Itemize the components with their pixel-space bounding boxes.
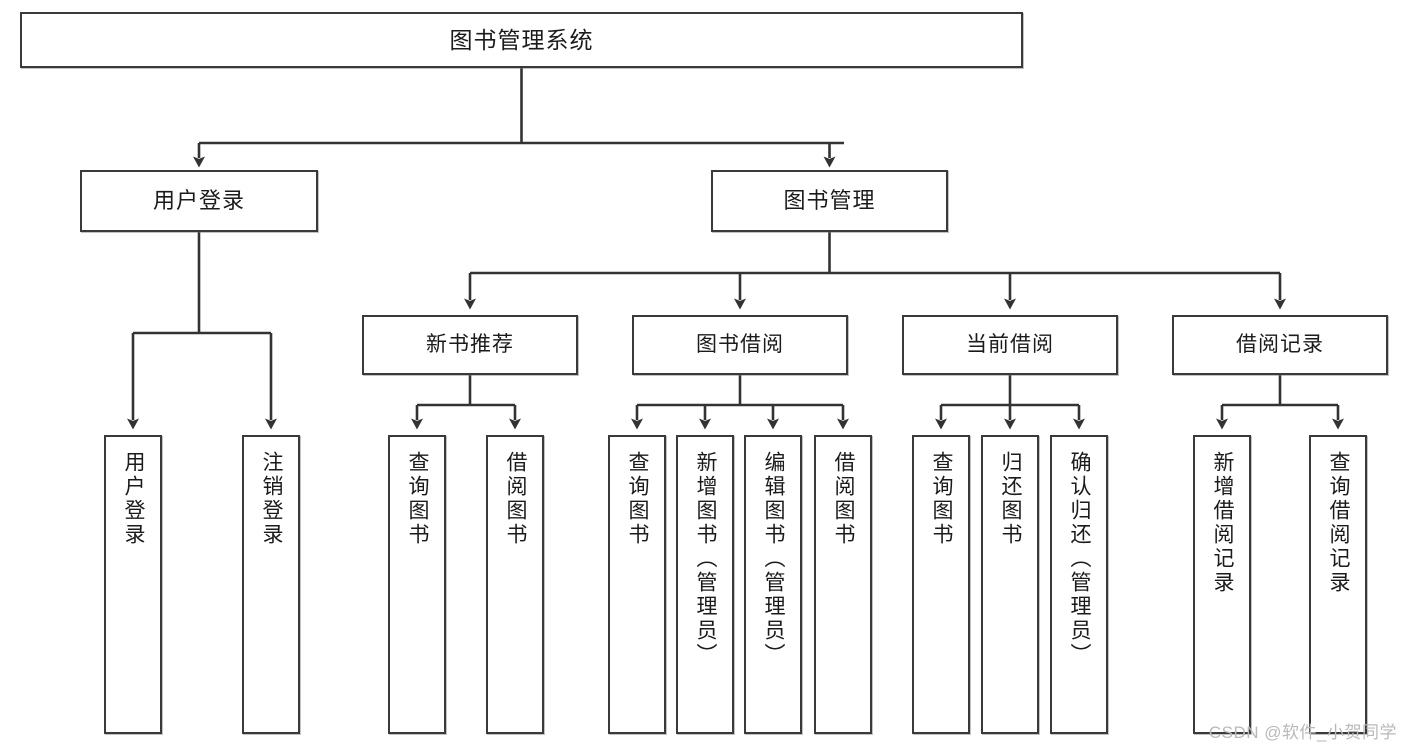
node-label: 用户登录 bbox=[152, 188, 245, 214]
node-book-borrowing[interactable]: 图书借阅 bbox=[632, 315, 848, 375]
leaf-add-borrow-record[interactable]: 新增借阅记录 bbox=[1193, 435, 1251, 734]
node-label: 图书借阅 bbox=[696, 332, 784, 356]
node-label: 新增图书（管理员） bbox=[694, 451, 718, 667]
node-root-book-management-system[interactable]: 图书管理系统 bbox=[20, 12, 1023, 68]
leaf-query-books-current[interactable]: 查询图书 bbox=[912, 435, 970, 734]
leaf-logout[interactable]: 注销登录 bbox=[242, 435, 300, 734]
node-label: 编辑图书（管理员） bbox=[762, 451, 786, 667]
leaf-return-books[interactable]: 归还图书 bbox=[981, 435, 1039, 734]
leaf-user-login[interactable]: 用户登录 bbox=[104, 435, 162, 734]
node-label: 新书推荐 bbox=[426, 332, 514, 356]
leaf-query-borrow-record[interactable]: 查询借阅记录 bbox=[1309, 435, 1367, 734]
node-label: 借阅记录 bbox=[1236, 332, 1324, 356]
node-label: 查询图书 bbox=[626, 451, 650, 547]
leaf-query-books-borrow[interactable]: 查询图书 bbox=[608, 435, 666, 734]
node-user-login[interactable]: 用户登录 bbox=[80, 170, 318, 232]
node-label: 查询图书 bbox=[930, 451, 954, 547]
leaf-edit-book-admin[interactable]: 编辑图书（管理员） bbox=[744, 435, 802, 734]
node-label: 确认归还（管理员） bbox=[1068, 451, 1092, 667]
node-label: 图书管理系统 bbox=[449, 26, 594, 53]
node-label: 图书管理 bbox=[783, 188, 876, 214]
node-current-borrowing[interactable]: 当前借阅 bbox=[902, 315, 1118, 375]
node-label: 归还图书 bbox=[999, 451, 1023, 547]
node-label: 当前借阅 bbox=[966, 332, 1054, 356]
node-label: 新增借阅记录 bbox=[1211, 451, 1235, 595]
node-new-book-recommendation[interactable]: 新书推荐 bbox=[362, 315, 578, 375]
leaf-borrow-books-newbook[interactable]: 借阅图书 bbox=[486, 435, 544, 734]
leaf-borrow-books[interactable]: 借阅图书 bbox=[814, 435, 872, 734]
leaf-query-books-newbook[interactable]: 查询图书 bbox=[388, 435, 446, 734]
node-book-management[interactable]: 图书管理 bbox=[711, 170, 948, 232]
node-label: 注销登录 bbox=[260, 451, 284, 547]
leaf-add-book-admin[interactable]: 新增图书（管理员） bbox=[676, 435, 734, 734]
node-label: 查询图书 bbox=[406, 451, 430, 547]
node-label: 借阅图书 bbox=[504, 451, 528, 547]
node-label: 查询借阅记录 bbox=[1327, 451, 1351, 595]
node-label: 用户登录 bbox=[122, 451, 146, 547]
node-borrow-records[interactable]: 借阅记录 bbox=[1172, 315, 1388, 375]
leaf-confirm-return-admin[interactable]: 确认归还（管理员） bbox=[1050, 435, 1108, 734]
node-label: 借阅图书 bbox=[832, 451, 856, 547]
